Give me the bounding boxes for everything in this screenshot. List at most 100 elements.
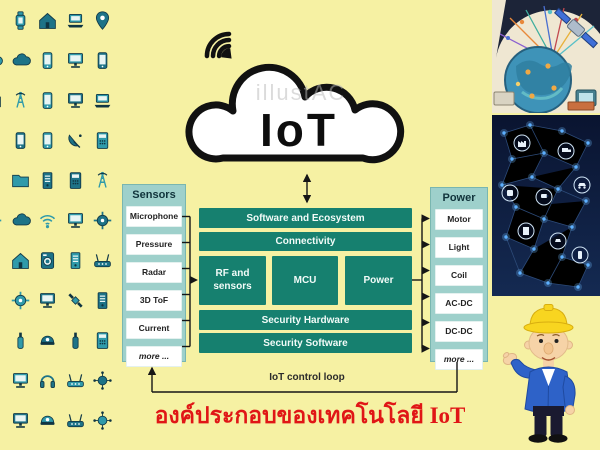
stack-software-ecosystem: Software and Ecosystem	[199, 208, 412, 228]
cloud-watermark: illustAC	[256, 80, 347, 105]
monitor-checklist-icon	[65, 90, 86, 111]
home-antenna-icon	[10, 250, 31, 271]
card-terminal-icon	[92, 330, 113, 351]
edge-server-icon	[0, 170, 3, 191]
mascot-head	[524, 325, 573, 361]
stacked-devices-icon	[37, 170, 58, 191]
gear-network-icon	[92, 210, 113, 231]
edge-watch-icon	[0, 370, 3, 391]
sensor-item-1: Pressure	[126, 234, 182, 255]
edge-monitor-icon	[0, 250, 3, 271]
sensor-item-3: 3D ToF	[126, 290, 182, 311]
security-camera-icon	[37, 330, 58, 351]
pos-terminal-icon	[65, 170, 86, 191]
satellite-icon	[65, 290, 86, 311]
computer-tower-icon	[92, 290, 113, 311]
iot-icon-sheet	[0, 0, 116, 450]
engineer-mascot-image	[502, 304, 576, 443]
mascot-shirt	[542, 369, 555, 386]
location-pin-icon	[92, 10, 113, 31]
smartphone-location-icon	[37, 90, 58, 111]
page-title: องค์ประกอบของเทคโนโลยี IoT	[154, 403, 466, 428]
smartwatch-icon	[10, 10, 31, 31]
laptop-wifi-icon	[65, 10, 86, 31]
network-tree-icon	[92, 410, 113, 431]
gadgets-row-graphic	[493, 89, 597, 111]
remote-control-icon	[37, 50, 58, 71]
server-rack-icon	[65, 250, 86, 271]
monitor-mail-icon	[10, 410, 31, 431]
cloud-network-icon	[10, 210, 31, 231]
power-item-5: more ...	[435, 349, 483, 370]
web-app-wifi-icon	[65, 50, 86, 71]
network-nodes	[498, 121, 592, 291]
edge-usb-icon	[0, 290, 3, 311]
stack-rf-and-sensors: RF and sensors	[199, 256, 266, 305]
iot-control-loop-label: IoT control loop	[269, 372, 345, 383]
power-item-3: AC-DC	[435, 293, 483, 314]
sensor-item-0: Microphone	[126, 206, 182, 227]
phone-sync-icon	[92, 50, 113, 71]
stack-mcu: MCU	[272, 256, 338, 305]
sensor-item-2: Radar	[126, 262, 182, 283]
edge-folder-icon	[0, 90, 3, 111]
stack-connectivity: Connectivity	[199, 232, 412, 251]
monitor-gear-icon	[37, 290, 58, 311]
cloud-shape	[185, 63, 405, 164]
smart-home-icon	[37, 10, 58, 31]
usb-wifi-icon	[65, 330, 86, 351]
wifi-icon	[204, 31, 232, 59]
antenna-tower-icon	[10, 90, 31, 111]
sensor-item-4: Current	[126, 318, 182, 339]
dual-gears-icon	[10, 290, 31, 311]
edge-phone2-icon	[0, 410, 3, 431]
tablet-icon	[10, 130, 31, 151]
stack-security-software: Security Software	[199, 333, 412, 353]
mascot-legs	[528, 406, 568, 443]
monitor-wifi-icon	[65, 210, 86, 231]
network-icon-glyphs	[507, 141, 586, 259]
globe-network-icon	[92, 370, 113, 391]
power-item-0: Motor	[435, 209, 483, 230]
mascot-right-arm	[562, 375, 576, 409]
iot-cloud-graphic: illustAC IoT	[185, 31, 405, 164]
stack-security-hardware: Security Hardware	[199, 310, 412, 330]
sensor-item-5: more ...	[126, 346, 182, 367]
cloud-device-icon	[10, 50, 31, 71]
wifi-signal-icon	[37, 210, 58, 231]
person-signal-icon	[92, 170, 113, 191]
power-item-1: Light	[435, 237, 483, 258]
power-item-4: DC-DC	[435, 321, 483, 342]
edge-terminal-icon	[0, 130, 3, 151]
edge-phone-icon	[0, 10, 3, 31]
iot-icon-grid	[0, 0, 116, 440]
edge-gear-icon	[0, 210, 3, 231]
laptop-network-icon	[92, 90, 113, 111]
settings-remote-icon	[37, 130, 58, 151]
modem-icon	[65, 370, 86, 391]
wifi-router-icon	[92, 250, 113, 271]
satellite-graphic	[553, 7, 599, 49]
edge-camera-icon	[0, 330, 3, 351]
globe-graphic	[504, 46, 572, 113]
mascot-left-arm	[502, 352, 538, 379]
card-reader-icon	[92, 130, 113, 151]
device-stack: Software and Ecosystem Connectivity RF a…	[199, 208, 412, 353]
sensors-panel-title: Sensors	[132, 189, 176, 201]
hard-hat	[523, 304, 574, 334]
router-icon	[65, 410, 86, 431]
edge-cloud-icon	[0, 50, 3, 71]
folder-wifi-icon	[10, 170, 31, 191]
power-item-2: Coil	[435, 265, 483, 286]
headset-icon	[37, 370, 58, 391]
mascot-right-hand	[565, 405, 575, 415]
power-panel-title: Power	[442, 192, 476, 204]
global-technology-collage-image	[492, 0, 600, 113]
capsule-wifi-icon	[37, 410, 58, 431]
stack-power: Power	[345, 256, 412, 305]
